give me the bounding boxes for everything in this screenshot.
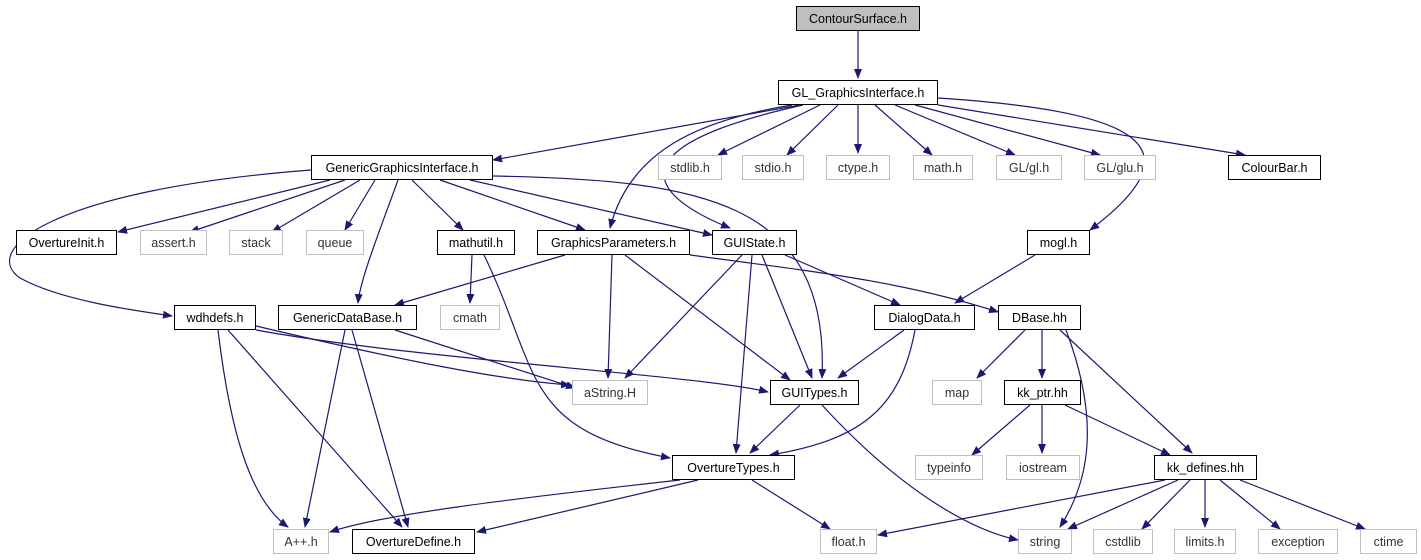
edge-wdhdefs-to-astring <box>255 325 571 389</box>
edge-ggi-to-wdhdefs <box>9 169 312 319</box>
edge-gdb-to-ovdefine <box>351 329 410 528</box>
node-gl-gl[interactable]: GL/gl.h <box>996 155 1062 180</box>
edge-gparams-to-astring <box>604 254 613 379</box>
edge-guistate-to-dialog <box>784 254 901 306</box>
edge-ggi-to-assert <box>189 179 346 233</box>
node-stack[interactable]: stack <box>229 230 283 255</box>
node-stdlib[interactable]: stdlib.h <box>658 155 722 180</box>
edge-glgi-to-stdio <box>786 104 839 156</box>
edge-kkdefs-to-float <box>877 479 1166 538</box>
edges-layer <box>9 31 1366 543</box>
edge-guitypes-to-ovtypes <box>749 404 801 454</box>
edge-mathutil-to-ovtypes <box>483 254 671 461</box>
node-colourbar[interactable]: ColourBar.h <box>1228 155 1321 180</box>
node-astring[interactable]: aString.H <box>572 380 648 405</box>
edge-ggi-to-ovinit <box>117 179 331 234</box>
edge-kkptr-to-typeinfo <box>971 404 1031 456</box>
node-ctime[interactable]: ctime <box>1360 529 1417 554</box>
node-stdio[interactable]: stdio.h <box>742 155 804 180</box>
edge-guistate-to-ovtypes <box>732 254 753 454</box>
edge-ovtypes-to-float <box>751 479 831 530</box>
node-math[interactable]: math.h <box>913 155 973 180</box>
edge-glgi-to-ggi <box>492 104 801 163</box>
edge-ggi-to-stack <box>271 179 361 233</box>
edge-ovtypes-to-app <box>329 479 681 533</box>
edge-gdb-to-app <box>302 329 346 528</box>
edge-mathutil-to-cmath <box>466 254 475 304</box>
node-overtureinit[interactable]: OvertureInit.h <box>16 230 117 255</box>
edge-mogl-to-dialog <box>954 254 1036 304</box>
edge-glgi-to-colourbar <box>937 104 1246 158</box>
node-graphicsparameters[interactable]: GraphicsParameters.h <box>537 230 690 255</box>
node-guitypes[interactable]: GUITypes.h <box>770 380 859 405</box>
edge-gdb-to-astring <box>394 329 576 390</box>
node-mogl[interactable]: mogl.h <box>1027 230 1090 255</box>
edge-dbase-to-map <box>976 329 1026 379</box>
node-queue[interactable]: queue <box>306 230 364 255</box>
node-cstdlib[interactable]: cstdlib <box>1093 529 1153 554</box>
edge-guistate-to-astring <box>624 254 743 379</box>
edge-glgi-to-glglu <box>914 104 1101 157</box>
node-cmath[interactable]: cmath <box>440 305 500 330</box>
node-genericdatabase[interactable]: GenericDataBase.h <box>278 305 417 330</box>
edge-ovtypes-to-ovdefine <box>476 479 699 534</box>
edge-gparams-to-gdb <box>394 254 566 307</box>
edge-kkdefs-to-ctime <box>1239 479 1366 530</box>
edge-wdhdefs-to-guitypes <box>255 329 769 394</box>
node-overturetypes[interactable]: OvertureTypes.h <box>672 455 795 480</box>
node-map[interactable]: map <box>932 380 982 405</box>
node-gl-graphicsinterface[interactable]: GL_GraphicsInterface.h <box>778 80 938 105</box>
node-mathutil[interactable]: mathutil.h <box>437 230 515 255</box>
node-genericgraphicsinterface[interactable]: GenericGraphicsInterface.h <box>311 155 493 180</box>
edge-glgi-to-math <box>874 104 933 156</box>
node-dbase[interactable]: DBase.hh <box>998 305 1081 330</box>
edge-dbase-to-string <box>1059 329 1088 528</box>
edge-gparams-to-guitypes <box>624 254 791 381</box>
edge-ggi-to-mathutil <box>411 179 464 231</box>
node-gl-glu[interactable]: GL/glu.h <box>1084 155 1156 180</box>
edge-ggi-to-gdb <box>354 179 399 304</box>
node-string[interactable]: string <box>1018 529 1072 554</box>
node-kk-ptr[interactable]: kk_ptr.hh <box>1004 380 1081 405</box>
edge-glgi-to-gparams <box>608 104 793 229</box>
node-wdhdefs[interactable]: wdhdefs.h <box>174 305 256 330</box>
edge-dialog-to-ovtypes <box>769 329 916 458</box>
node-iostream[interactable]: iostream <box>1006 455 1080 480</box>
node-assert[interactable]: assert.h <box>140 230 207 255</box>
edge-wdhdefs-to-app <box>217 329 289 528</box>
edge-glgi-to-stdlib <box>717 104 821 156</box>
edge-ggi-to-gparams <box>439 179 586 231</box>
node-limits[interactable]: limits.h <box>1174 529 1236 554</box>
edge-glgi-to-mogl <box>937 97 1145 231</box>
node-contoursurface[interactable]: ContourSurface.h <box>796 6 920 31</box>
edge-kkdefs-to-cstdlib <box>1141 479 1191 530</box>
edge-kkptr-to-kkdefs <box>1064 404 1171 456</box>
edge-dbase-to-kkdefs <box>1059 329 1193 454</box>
node-exception[interactable]: exception <box>1258 529 1338 554</box>
node-kk-defines[interactable]: kk_defines.hh <box>1154 455 1257 480</box>
node-app[interactable]: A++.h <box>273 529 329 554</box>
edge-ggi-to-guistate <box>469 179 713 237</box>
node-overturedefine[interactable]: OvertureDefine.h <box>352 529 475 554</box>
edge-guitypes-to-string <box>821 404 1019 543</box>
edge-kkdefs-to-string <box>1067 479 1179 530</box>
edge-ggi-to-guitypes <box>492 175 827 379</box>
edge-guistate-to-guitypes <box>761 254 813 379</box>
edge-gparams-to-dbase <box>689 254 999 314</box>
edge-ggi-to-queue <box>344 179 376 231</box>
node-dialogdata[interactable]: DialogData.h <box>874 305 975 330</box>
edge-wdhdefs-to-ovdefine <box>227 329 403 528</box>
edge-dialog-to-guitypes <box>837 329 905 379</box>
edge-glgi-to-glgl <box>894 104 1016 156</box>
node-ctype[interactable]: ctype.h <box>826 155 890 180</box>
node-guistate[interactable]: GUIState.h <box>712 230 797 255</box>
node-float[interactable]: float.h <box>820 529 877 554</box>
node-typeinfo[interactable]: typeinfo <box>915 455 983 480</box>
edge-kkdefs-to-exception <box>1219 479 1281 530</box>
